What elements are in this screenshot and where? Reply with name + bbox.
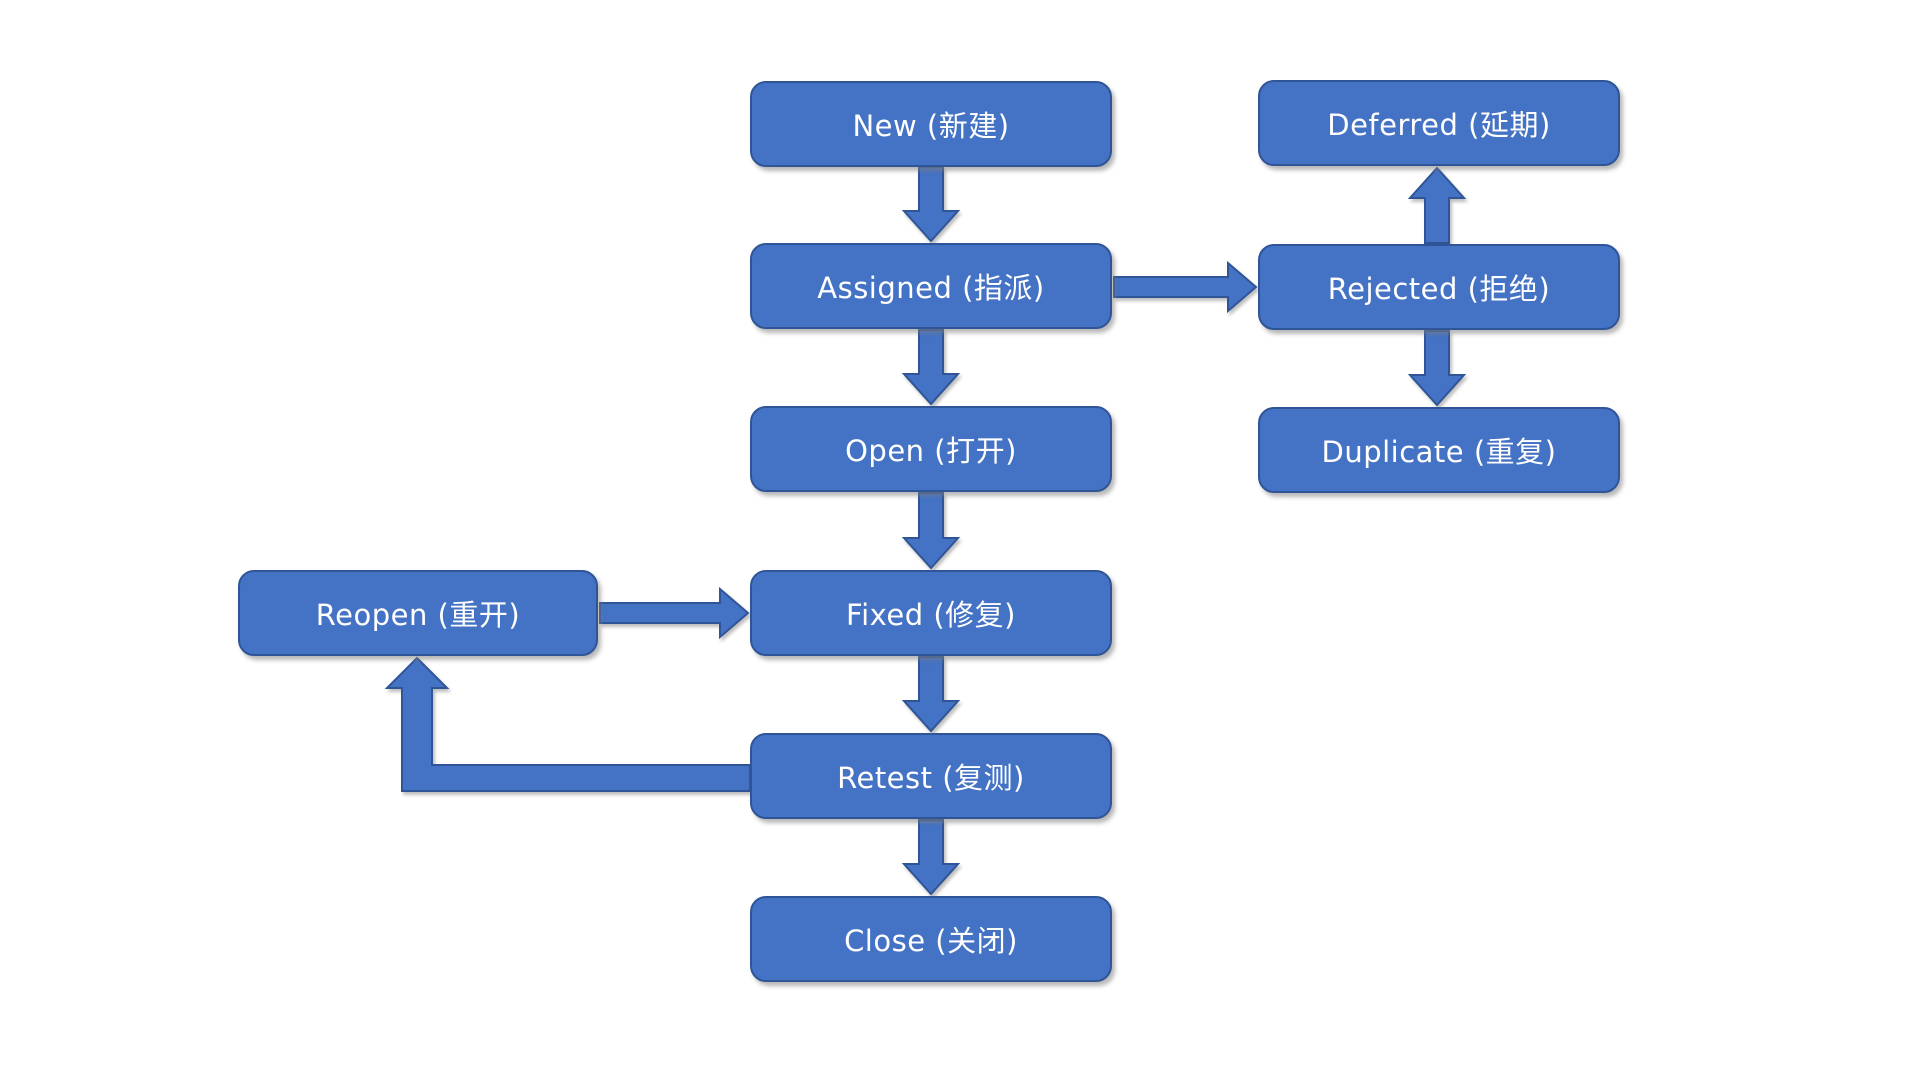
node-reopen: Reopen (重开): [238, 570, 598, 656]
arrow-new-to-assigned: [901, 166, 961, 243]
node-deferred: Deferred (延期): [1258, 80, 1620, 166]
node-close: Close (关闭): [750, 896, 1112, 982]
node-retest: Retest (复测): [750, 733, 1112, 819]
arrow-retest-to-close: [901, 819, 961, 896]
node-open: Open (打开): [750, 406, 1112, 492]
node-duplicate: Duplicate (重复): [1258, 407, 1620, 493]
node-new: New (新建): [750, 81, 1112, 167]
node-assigned: Assigned (指派): [750, 243, 1112, 329]
arrow-rejected-to-duplicate: [1407, 330, 1467, 407]
arrow-fixed-to-retest: [901, 656, 961, 733]
arrow-assigned-to-open: [901, 329, 961, 406]
node-rejected: Rejected (拒绝): [1258, 244, 1620, 330]
arrow-retest-to-reopen: [384, 656, 751, 792]
arrow-rejected-to-deferred: [1407, 166, 1467, 244]
node-fixed: Fixed (修复): [750, 570, 1112, 656]
arrow-assigned-to-rejected: [1113, 260, 1258, 314]
arrow-open-to-fixed: [901, 492, 961, 570]
arrow-reopen-to-fixed: [599, 586, 750, 640]
